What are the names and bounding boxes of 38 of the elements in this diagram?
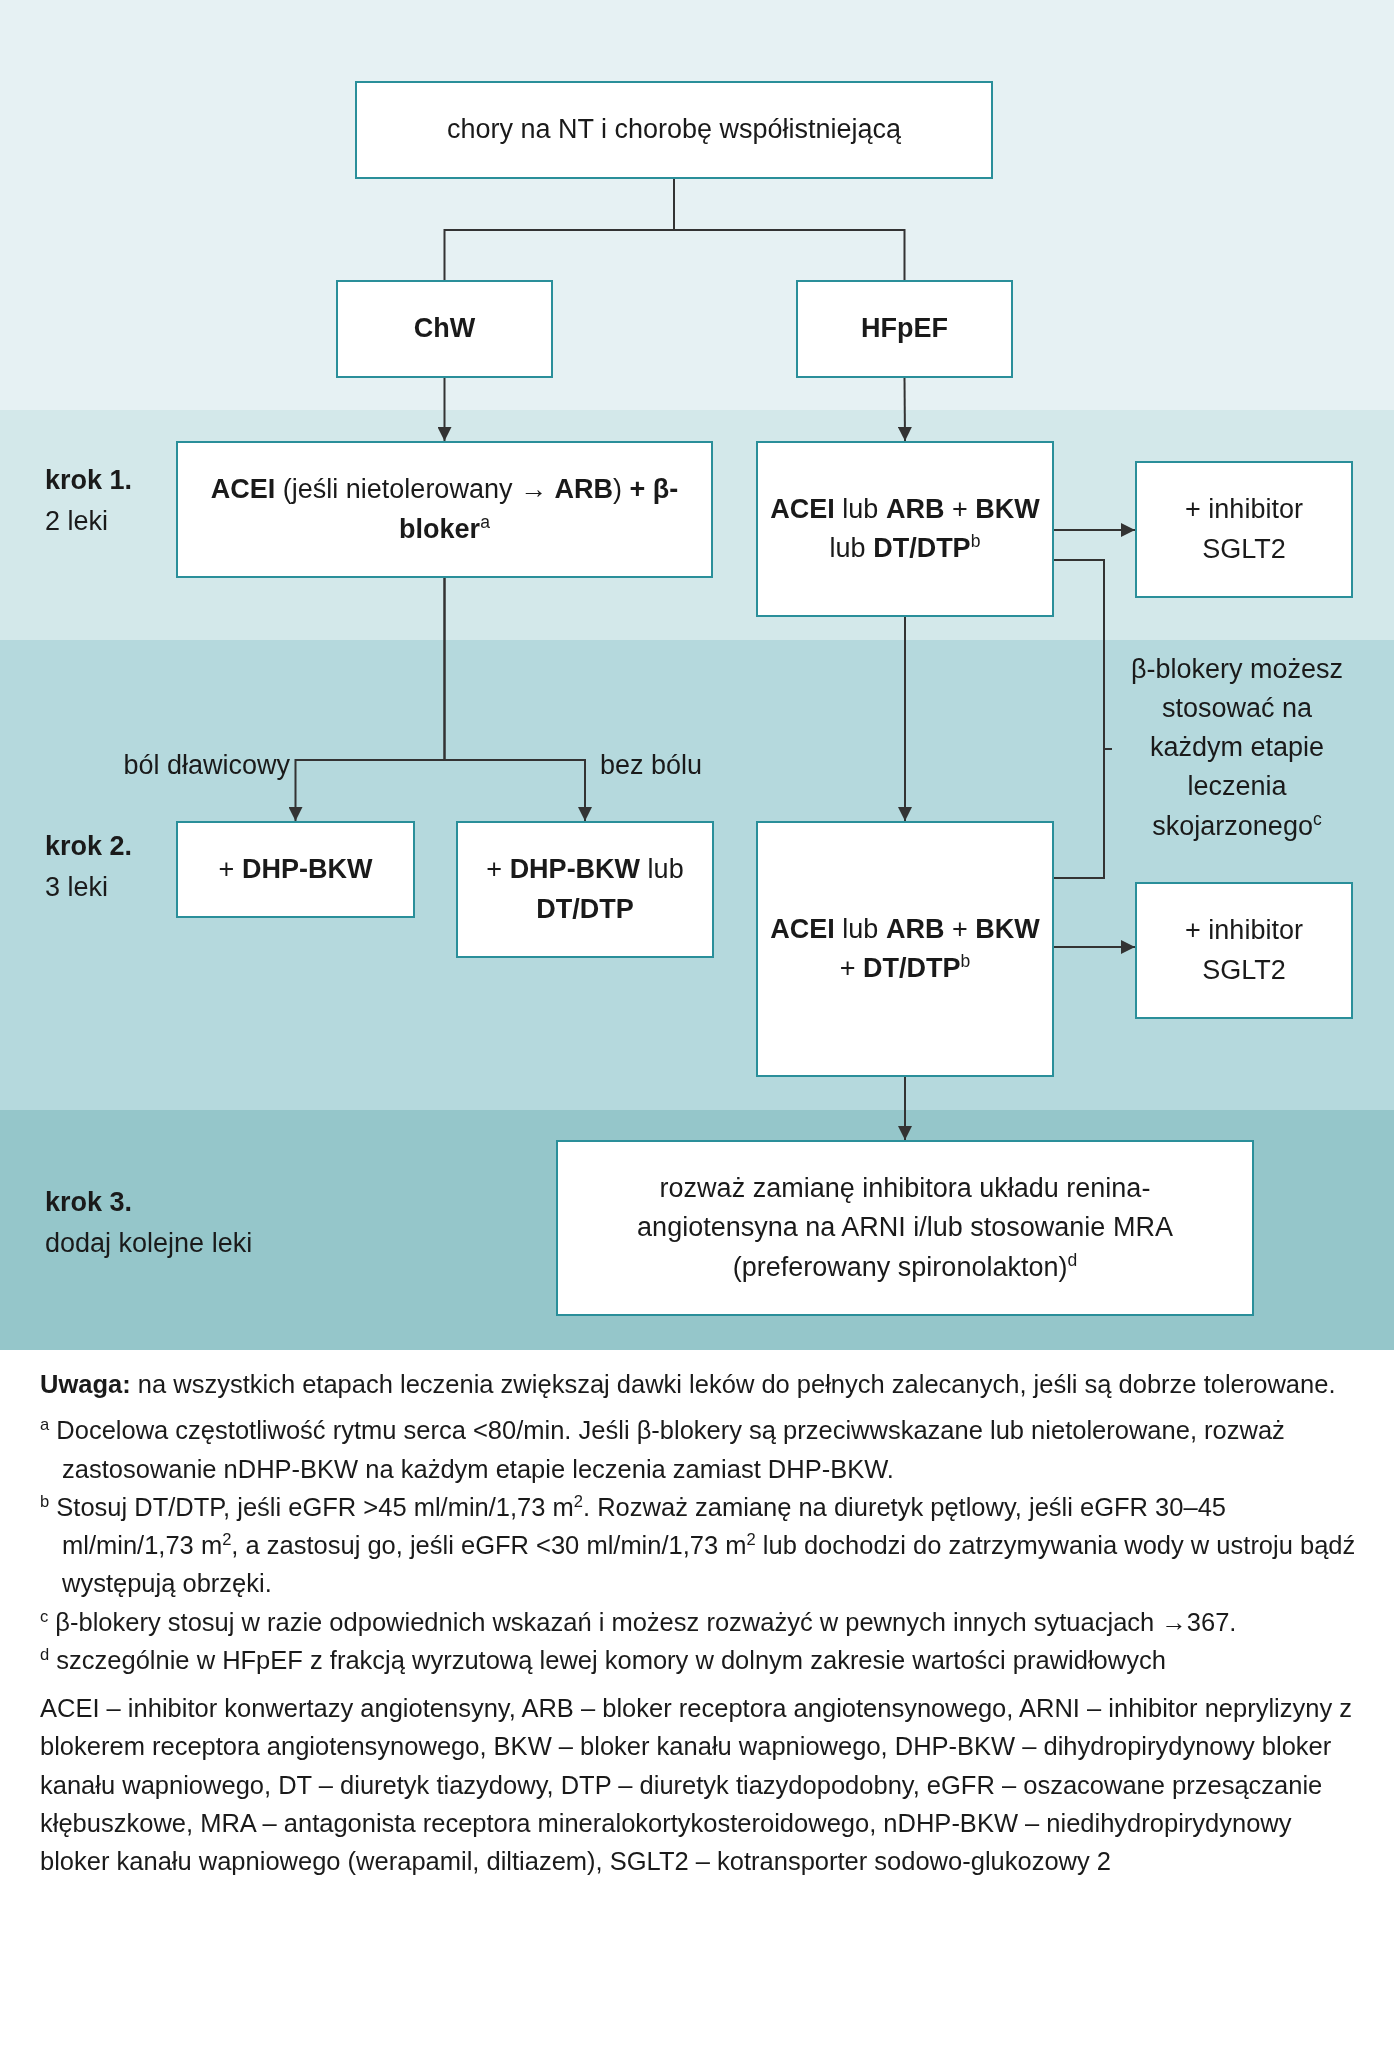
process-box: ACEI lub ARB + BKW lub DT/DTP$^{b}$	[756, 441, 1054, 617]
footnote: $^{b}$ Stosuj DT/DTP, jeśli eGFR >45 ml/min/1,73 m$^{2}$. Rozważ zamianę na diuretyk pętlowy, jeśli eGFR 30–45 ml/min/1,73 m$^{2}$, a zastosuj go, jeśli eGFR <30 ml/min/1,73 m$^{2}$ lub dochodzi do zatrzymywania wody w ustroju bądź występują obrzęki.	[40, 1490, 1357, 1600]
process-box: + inhibitor SGLT2	[1135, 882, 1353, 1019]
connector-line	[1053, 748, 1113, 879]
process-box: + DHP-BKW lub DT/DTP	[456, 821, 714, 958]
arrow	[898, 616, 912, 822]
step-title: krok 2.	[45, 830, 133, 863]
step-band	[0, 410, 1394, 640]
process-box: + inhibitor SGLT2	[1135, 461, 1353, 598]
arrow	[897, 377, 912, 442]
footnote: $^{d}$ szczególnie w HFpEF z frakcją wyrzutową lewej komory w dolnym zakresie wartości prawidłowych	[40, 1643, 1167, 1676]
step-title: krok 1.	[45, 464, 133, 497]
process-box: HFpEF	[796, 280, 1013, 378]
arrow	[898, 1076, 912, 1141]
note-text: β-blokery możesz stosować na każdym etapie leczenia skojarzonego$^{c}$	[1112, 650, 1362, 846]
arrow	[443, 577, 592, 822]
step-subtitle: 3 leki	[45, 870, 110, 904]
process-box: ACEI (jeśli nietolerowany → ARB) + β-bloker$^{a}$	[176, 441, 713, 578]
arrow	[1053, 940, 1136, 954]
edge-label: bez bólu	[600, 750, 703, 781]
step-title: krok 3.	[45, 1186, 134, 1219]
step-band	[0, 640, 1394, 1110]
arrow	[437, 377, 452, 442]
step-band	[0, 1110, 1394, 1350]
step-subtitle: dodaj kolejne leki	[45, 1226, 253, 1260]
arrow	[1053, 523, 1136, 537]
process-box: rozważ zamianę inhibitora układu renina-angiotensyna na ARNI i/lub stosowanie MRA (preferowany spironolakton)$^{d}$	[556, 1140, 1254, 1316]
connector-line	[673, 178, 906, 281]
process-box: chory na NT i chorobę współistniejącą	[355, 81, 993, 179]
abbreviation-list: ACEI – inhibitor konwertazy angiotensyny, ARB – bloker receptora angiotensynowego, ARNI – inhibitor neprylizyny z blokerem receptora angiotensynowego, BKW – bloker kanału wapniowego, DHP-BKW – dihydropirydynowy bloker kanału wapniowego, DT – diuretyk tiazydowy, DTP – diuretyk tiazydopodobny, eGFR – oszacowane przesączanie kłębuszkowe, MRA – antagonista receptora mineralokortykosteroidowego, nDHP-BKW – niedihydropirydynowy bloker kanału wapniowego (werapamil, diltiazem), SGLT2 – kotransporter sodowo-glukozowy 2	[40, 1689, 1360, 1881]
footnote: $^{a}$ Docelowa częstotliwość rytmu serca <80/min. Jeśli β-blokery są przeciwwskazane lub nietolerowane, rozważ zastosowanie nDHP-BKW na każdym etapie leczenia zamiast DHP-BKW.	[40, 1413, 1286, 1485]
edge-label: ból dławicowy	[122, 750, 290, 781]
process-box: ACEI lub ARB + BKW + DT/DTP$^{b}$	[756, 821, 1054, 1077]
process-box: + DHP-BKW	[176, 821, 415, 918]
process-box: ChW	[336, 280, 553, 378]
footnote: $^{c}$ β-blokery stosuj w razie odpowiednich wskazań i możesz rozważyć w pewnych innych sytuacjach →367.	[40, 1605, 1238, 1638]
note-text: Uwaga: na wszystkich etapach leczenia zwiększaj dawki leków do pełnych zalecanych, jeśli są dobrze tolerowane.	[40, 1369, 1337, 1400]
step-subtitle: 2 leki	[45, 504, 110, 538]
